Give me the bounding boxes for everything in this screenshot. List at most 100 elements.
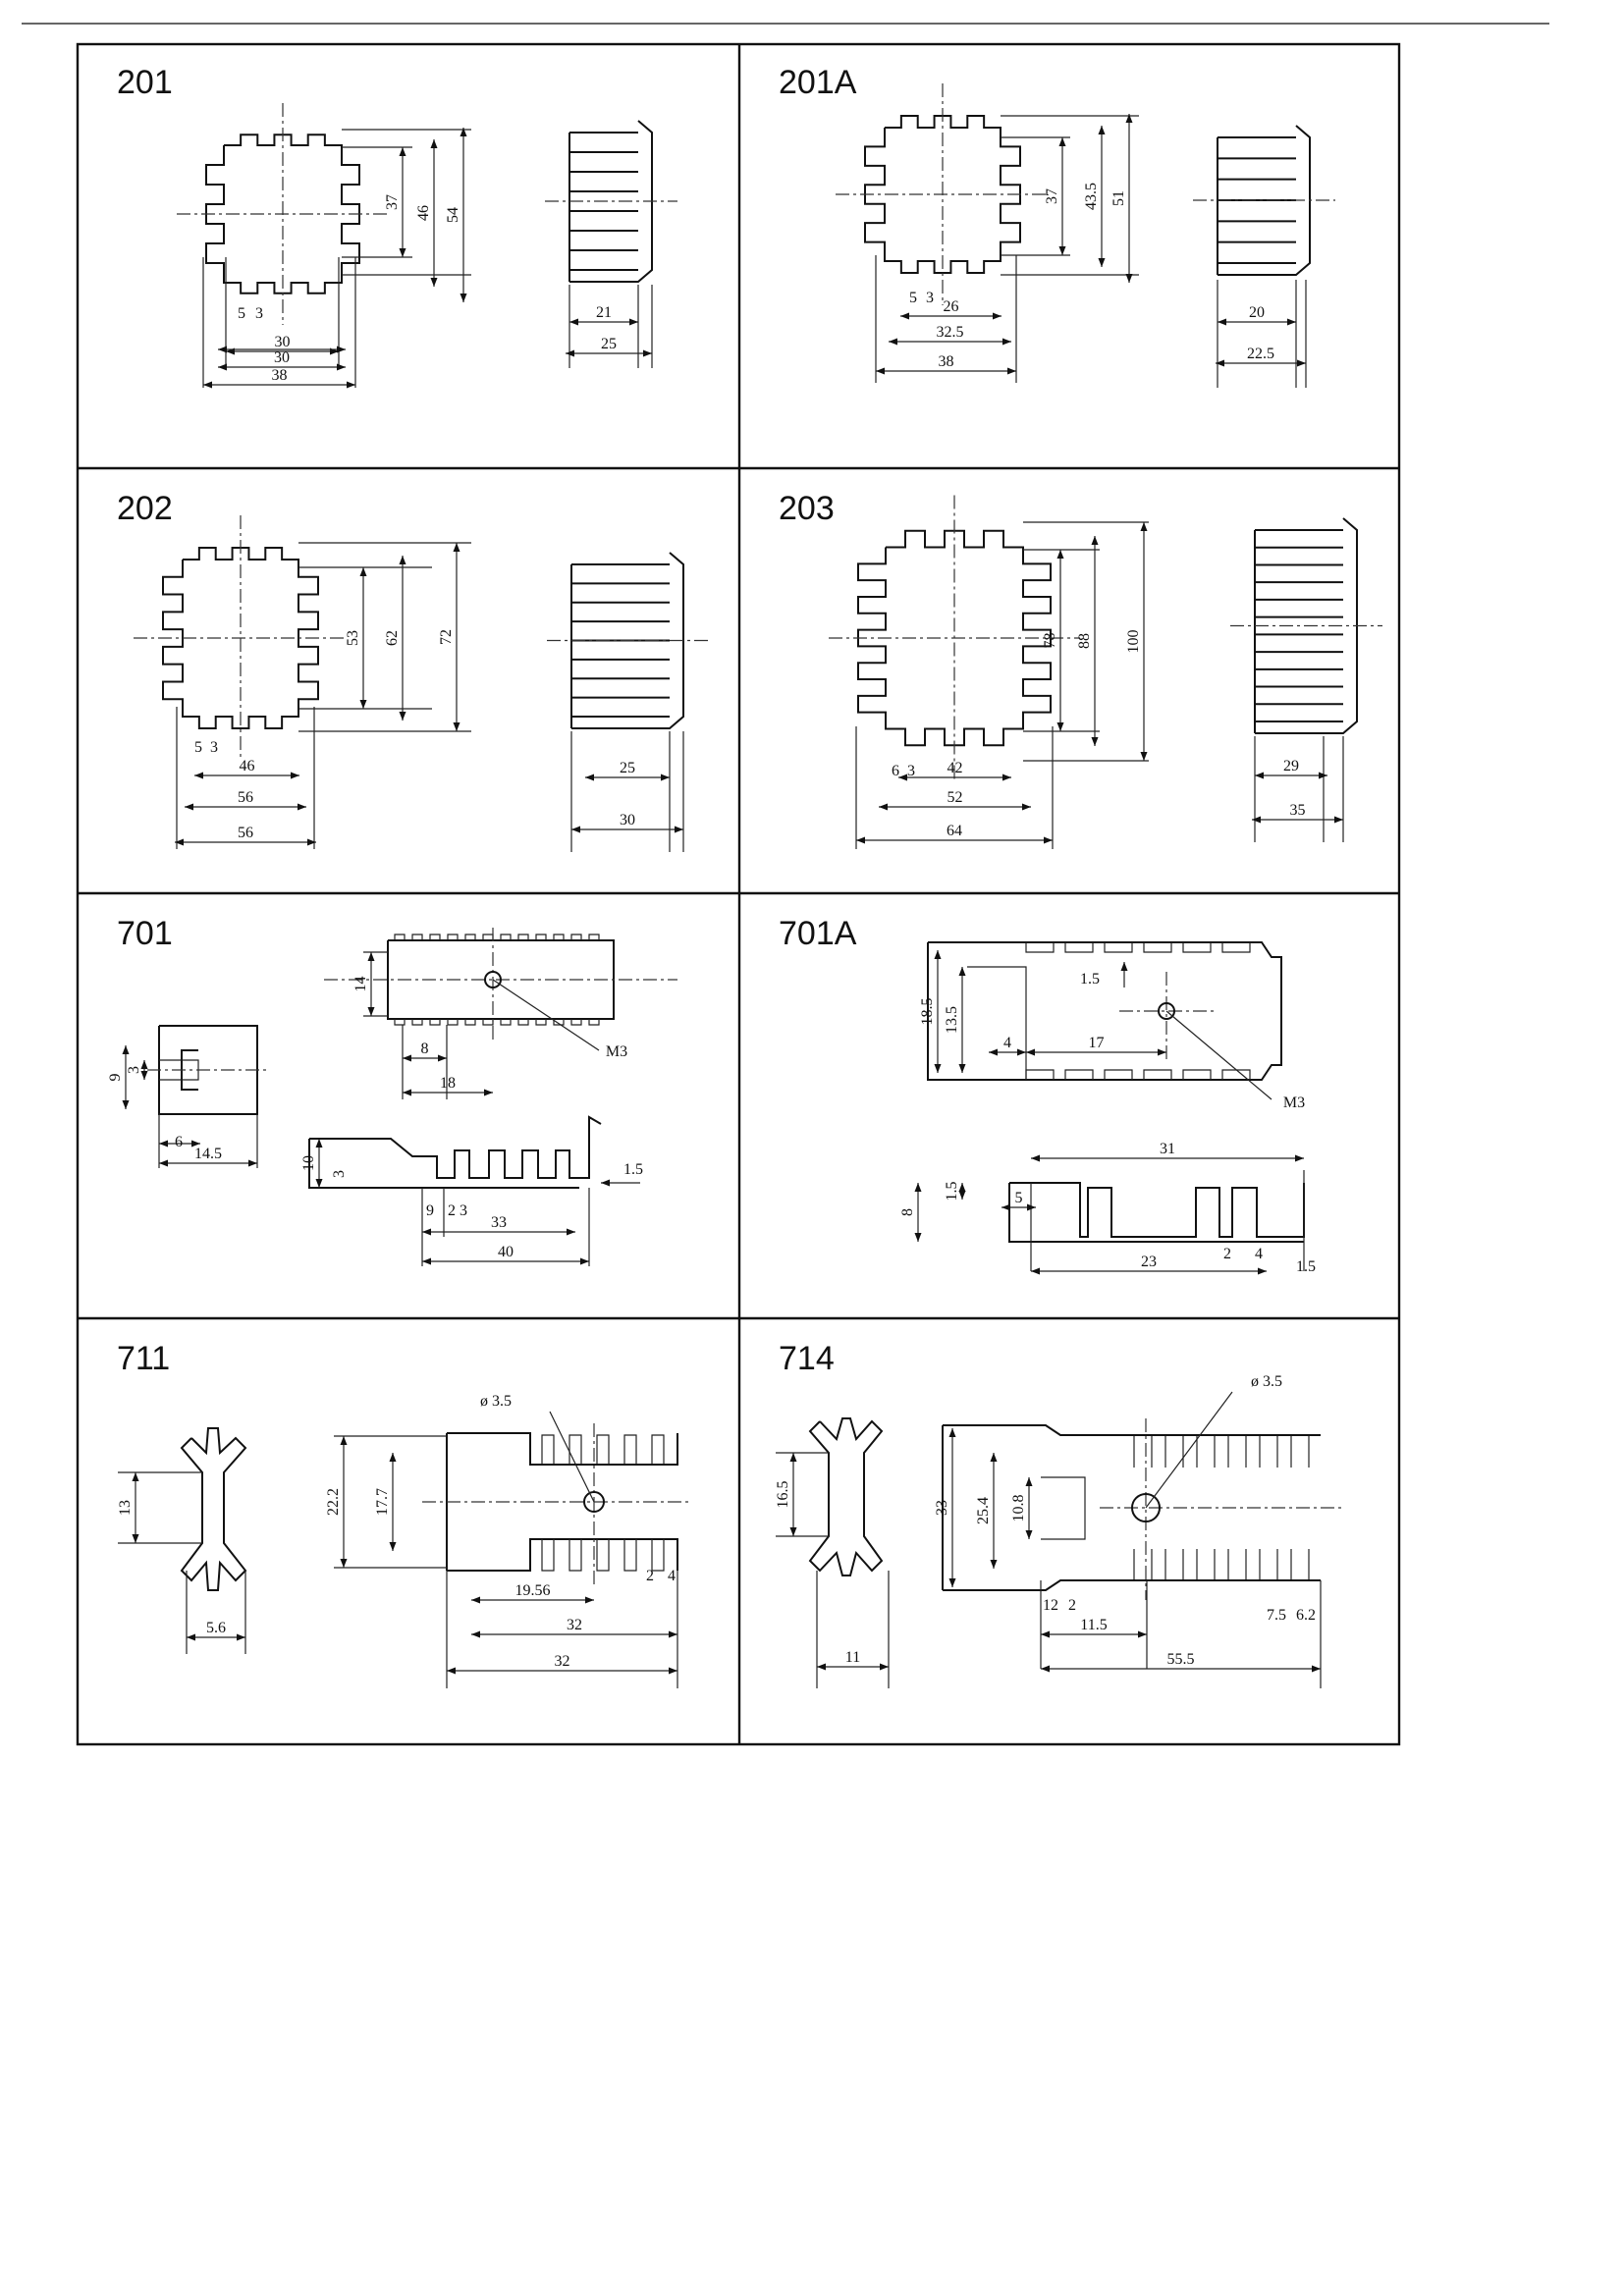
arrowhead bbox=[1120, 962, 1128, 971]
dimension-label: 23 bbox=[1141, 1254, 1157, 1270]
arrowhead bbox=[914, 1233, 922, 1242]
dimension-label: 56 bbox=[238, 825, 253, 841]
arrowhead bbox=[1022, 803, 1031, 811]
arrowhead bbox=[1258, 1267, 1267, 1275]
dimension-label: 51 bbox=[1110, 190, 1127, 206]
dimension-label: 18.5 bbox=[919, 998, 936, 1026]
dimension-label: 14.5 bbox=[194, 1146, 222, 1162]
dimension-label: 33 bbox=[934, 1500, 950, 1516]
outline bbox=[1041, 1476, 1086, 1540]
arrowhead bbox=[958, 967, 966, 976]
outline bbox=[1009, 1182, 1305, 1238]
arrowhead bbox=[1056, 722, 1064, 731]
outline bbox=[429, 1019, 441, 1026]
arrowhead bbox=[990, 1453, 998, 1462]
outline bbox=[651, 1539, 665, 1572]
arrowhead bbox=[1026, 1048, 1035, 1056]
arrowhead bbox=[337, 363, 346, 371]
arrowhead bbox=[990, 1560, 998, 1569]
dimension-label: 46 bbox=[240, 758, 255, 774]
arrowhead bbox=[1091, 737, 1099, 746]
outline bbox=[1259, 1549, 1278, 1581]
dimension-label: 16.5 bbox=[775, 1481, 791, 1509]
arrowhead bbox=[817, 1663, 826, 1671]
dimension-label: 3 bbox=[926, 290, 934, 306]
outline bbox=[387, 939, 615, 1020]
arrowhead bbox=[359, 700, 367, 709]
outline bbox=[517, 1019, 529, 1026]
arrowhead bbox=[1140, 522, 1148, 531]
outline bbox=[1064, 942, 1094, 953]
hole bbox=[1158, 1002, 1175, 1020]
line bbox=[492, 979, 600, 1051]
dimension-label: 37 bbox=[384, 194, 401, 210]
dimension-label: 33 bbox=[491, 1214, 507, 1231]
outline bbox=[308, 1139, 579, 1189]
dimension-label: 17.7 bbox=[374, 1488, 391, 1516]
arrowhead bbox=[898, 774, 907, 781]
arrowhead bbox=[471, 1596, 480, 1604]
arrowhead bbox=[876, 367, 885, 375]
arrowhead bbox=[248, 1159, 257, 1167]
dimension-label: 35 bbox=[1290, 802, 1306, 819]
outline bbox=[651, 1434, 665, 1465]
dimension-label: 54 bbox=[445, 207, 461, 223]
arrowhead bbox=[567, 1228, 575, 1236]
panel-title-203: 203 bbox=[779, 490, 835, 527]
outline bbox=[1008, 1183, 1304, 1243]
panel-grid bbox=[76, 42, 1401, 1746]
dimension-label: 25 bbox=[620, 760, 635, 776]
arrowhead bbox=[879, 803, 888, 811]
outline bbox=[1104, 1069, 1133, 1080]
dimension-label: 78 bbox=[1042, 633, 1058, 649]
arrowhead bbox=[422, 1228, 431, 1236]
arrowhead bbox=[601, 1179, 610, 1187]
arrowhead bbox=[347, 381, 355, 389]
arrowhead bbox=[399, 147, 406, 156]
dimension-label: 32 bbox=[555, 1653, 570, 1670]
dimension-label: 30 bbox=[274, 349, 290, 366]
arrowhead bbox=[1312, 1665, 1321, 1673]
dimension-label: 25.4 bbox=[975, 1497, 992, 1524]
dimension-label: 2 bbox=[1068, 1597, 1076, 1614]
dimension-label: 26 bbox=[944, 298, 959, 315]
dimension-label: 22.5 bbox=[1247, 346, 1274, 362]
arrowhead bbox=[914, 1183, 922, 1192]
dimension-label: 4 bbox=[1003, 1035, 1011, 1051]
arrowhead bbox=[1287, 318, 1296, 326]
dimension-label: 12 bbox=[1043, 1597, 1058, 1614]
arrowhead bbox=[661, 774, 670, 781]
arrowhead bbox=[1218, 318, 1226, 326]
outline bbox=[205, 133, 360, 294]
arrowhead bbox=[315, 1139, 323, 1148]
arrowhead bbox=[159, 1159, 168, 1167]
arrowhead bbox=[1044, 836, 1053, 844]
dimension-label: 38 bbox=[272, 367, 288, 384]
dimension-label: 32.5 bbox=[937, 324, 964, 341]
arrowhead bbox=[1140, 752, 1148, 761]
outline bbox=[1182, 1069, 1212, 1080]
arrowhead bbox=[571, 826, 580, 833]
arrowhead bbox=[453, 543, 460, 552]
outline bbox=[1218, 125, 1311, 276]
dimension-label: 1.5 bbox=[623, 1161, 643, 1178]
arrowhead bbox=[1027, 1203, 1036, 1211]
arrowhead bbox=[669, 1630, 677, 1638]
arrowhead bbox=[140, 1071, 148, 1080]
dimension-label: 3 bbox=[126, 1066, 142, 1074]
outline bbox=[1143, 942, 1172, 953]
outline bbox=[411, 934, 423, 940]
arrowhead bbox=[1007, 367, 1016, 375]
dimension-label: ø 3.5 bbox=[480, 1393, 512, 1410]
outline bbox=[570, 1019, 582, 1026]
arrowhead bbox=[1017, 1048, 1026, 1056]
dimension-label: 11 bbox=[845, 1649, 860, 1666]
dimension-label: 55.5 bbox=[1167, 1651, 1195, 1668]
dimension-label: 19.56 bbox=[515, 1582, 551, 1599]
outline bbox=[808, 1417, 884, 1576]
